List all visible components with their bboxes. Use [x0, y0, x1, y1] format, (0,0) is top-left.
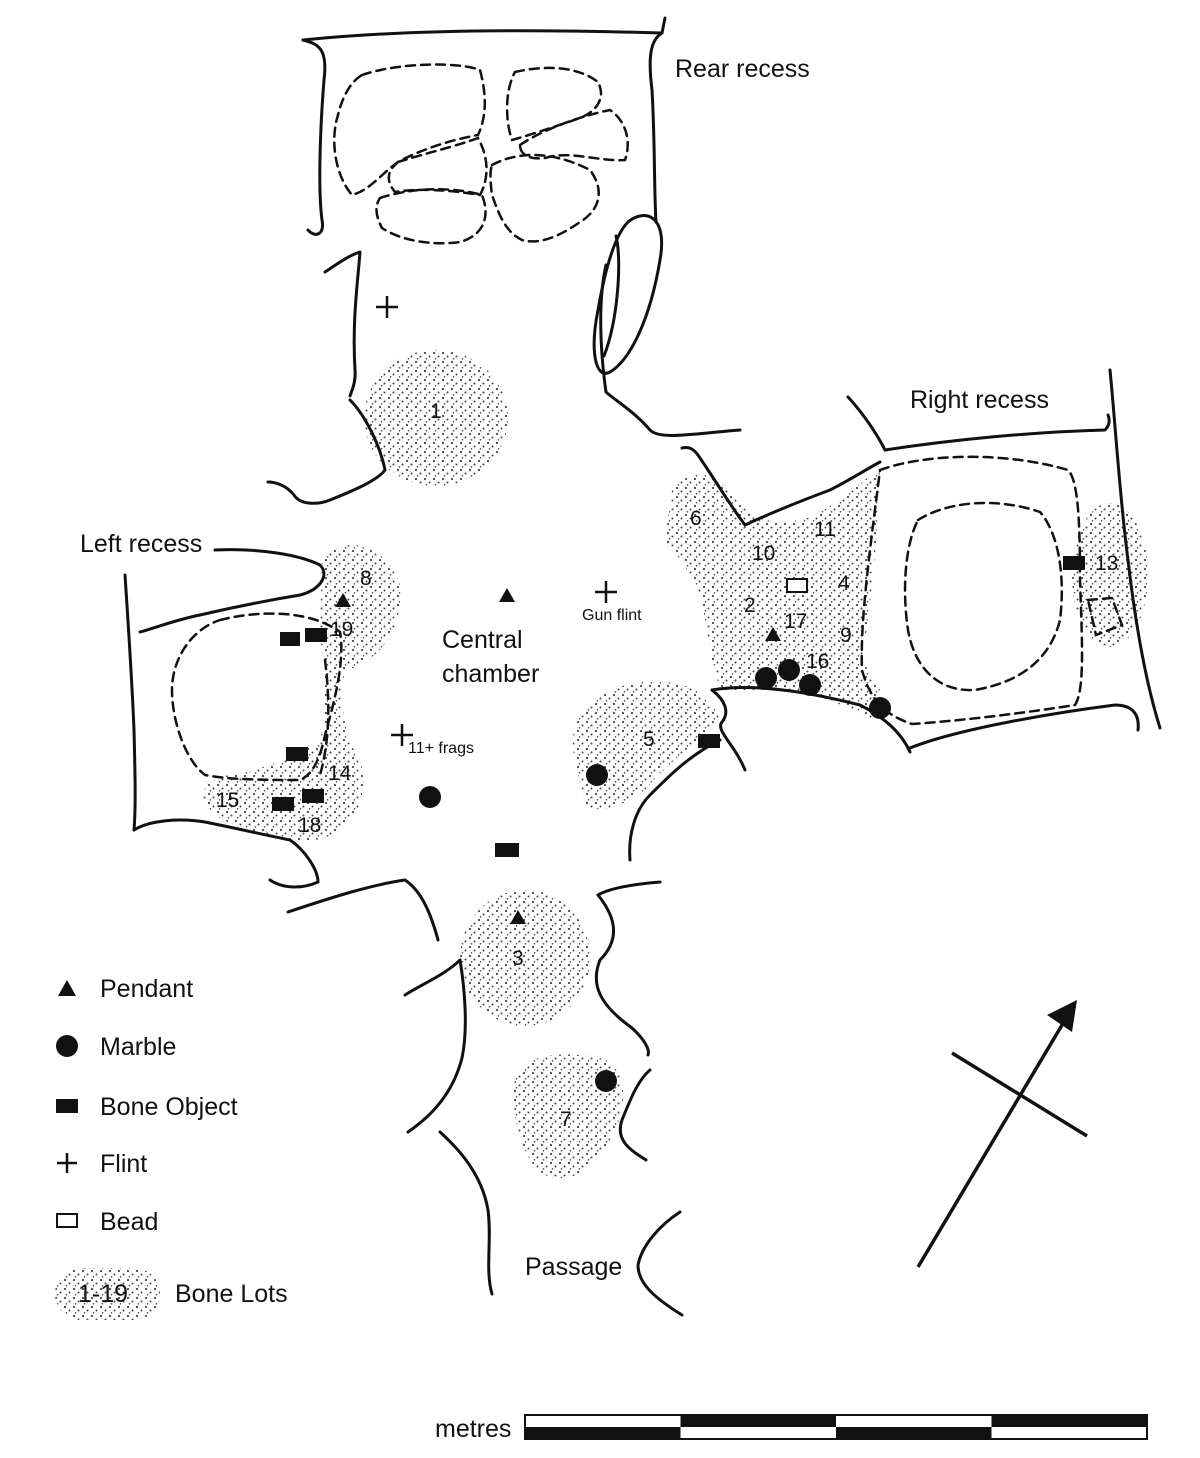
legend-bone-object-icon: [56, 1099, 78, 1113]
bone-lot-number-17: 17: [784, 610, 807, 633]
bone-lot-number-15: 15: [216, 789, 239, 812]
bone-lot-number-2: 2: [744, 594, 756, 617]
scale-unit-label: metres: [435, 1415, 511, 1443]
legend-bead-label: Bead: [100, 1208, 158, 1236]
legend: Pendant Marble Bone Object Flint Bead 1-…: [55, 975, 288, 1320]
marble-icon: [869, 697, 891, 719]
bone-lot-number-5: 5: [643, 728, 655, 751]
cave-walls: [123, 16, 1162, 1317]
bone-object-icon: [1063, 556, 1085, 570]
label-rear-recess: Rear recess: [675, 55, 810, 83]
find-symbols: [272, 296, 1085, 1092]
bone-lot-numbers: 1 2 3 4 5 6 7 8 9 10 11 13 14 15 16 17 1…: [216, 400, 1118, 1131]
bone-lot-number-16: 16: [806, 650, 829, 673]
label-right-recess: Right recess: [910, 386, 1049, 414]
pendant-icon: [765, 627, 781, 641]
bone-lot-area-7: [513, 1054, 624, 1179]
marble-icon: [799, 674, 821, 696]
bone-object-icon: [272, 797, 294, 811]
legend-bead-icon: [56, 1213, 78, 1228]
bone-object-icon: [305, 628, 327, 642]
marble-icon: [419, 786, 441, 808]
bone-lot-number-6: 6: [690, 507, 702, 530]
legend-bone-lots-range: 1-19: [78, 1280, 128, 1308]
pendant-icon: [335, 593, 351, 607]
marble-icon: [778, 659, 800, 681]
bone-lot-number-13: 13: [1095, 552, 1118, 575]
legend-bone-lots-label: Bone Lots: [175, 1280, 288, 1308]
bone-lot-number-4: 4: [838, 572, 850, 595]
flint-icon: [595, 581, 617, 603]
bone-lot-number-8: 8: [360, 567, 372, 590]
north-arrow-icon: [916, 1000, 1088, 1268]
bone-lot-number-9: 9: [840, 624, 852, 647]
legend-pendant-icon: [58, 980, 76, 996]
label-passage: Passage: [525, 1253, 622, 1281]
bone-lot-area-left: [203, 545, 401, 841]
legend-bone-lots-swatch: [55, 1268, 160, 1320]
bone-lot-number-14: 14: [328, 762, 352, 785]
bead-icon: [786, 578, 808, 593]
bone-object-icon: [286, 747, 308, 761]
bone-lot-number-7: 7: [560, 1108, 572, 1131]
bone-object-icon: [302, 789, 324, 803]
bone-lot-area-5: [572, 681, 720, 810]
label-central-chamber-line1: Central: [442, 626, 523, 654]
pendant-icon: [510, 910, 526, 924]
bone-lot-number-11: 11: [814, 518, 836, 541]
flint-icon: [376, 296, 398, 318]
legend-flint-label: Flint: [100, 1150, 147, 1178]
dashed-features: [170, 63, 1124, 782]
bone-lot-area-1: [364, 350, 508, 486]
legend-pendant-label: Pendant: [100, 975, 193, 1003]
bone-lot-number-3: 3: [512, 947, 524, 970]
label-gun-flint: Gun flint: [582, 607, 642, 624]
legend-bone-object-label: Bone Object: [100, 1093, 238, 1121]
bone-lot-number-10: 10: [752, 542, 775, 565]
bone-lot-area-3: [460, 890, 590, 1026]
legend-marble-label: Marble: [100, 1033, 176, 1061]
label-frags: 11+ frags: [408, 740, 474, 757]
label-left-recess: Left recess: [80, 530, 202, 558]
area-labels: Rear recess Right recess Left recess Cen…: [80, 55, 1049, 1281]
scale-bar: metres: [435, 1414, 1148, 1443]
marble-icon: [595, 1070, 617, 1092]
legend-marble-icon: [56, 1035, 78, 1057]
flint-icon: [391, 724, 413, 746]
bone-lot-number-19: 19: [330, 618, 353, 641]
bone-lot-number-18: 18: [298, 814, 321, 837]
marble-icon: [586, 764, 608, 786]
label-central-chamber-line2: chamber: [442, 660, 539, 688]
bone-lot-number-1: 1: [430, 400, 442, 423]
marble-icon: [755, 667, 777, 689]
legend-flint-icon: [57, 1153, 77, 1173]
bone-object-icon: [280, 632, 300, 646]
bone-object-icon: [698, 734, 720, 748]
bone-object-icon: [495, 843, 519, 857]
bone-lot-area-right: [665, 470, 880, 720]
pendant-icon: [499, 588, 515, 602]
